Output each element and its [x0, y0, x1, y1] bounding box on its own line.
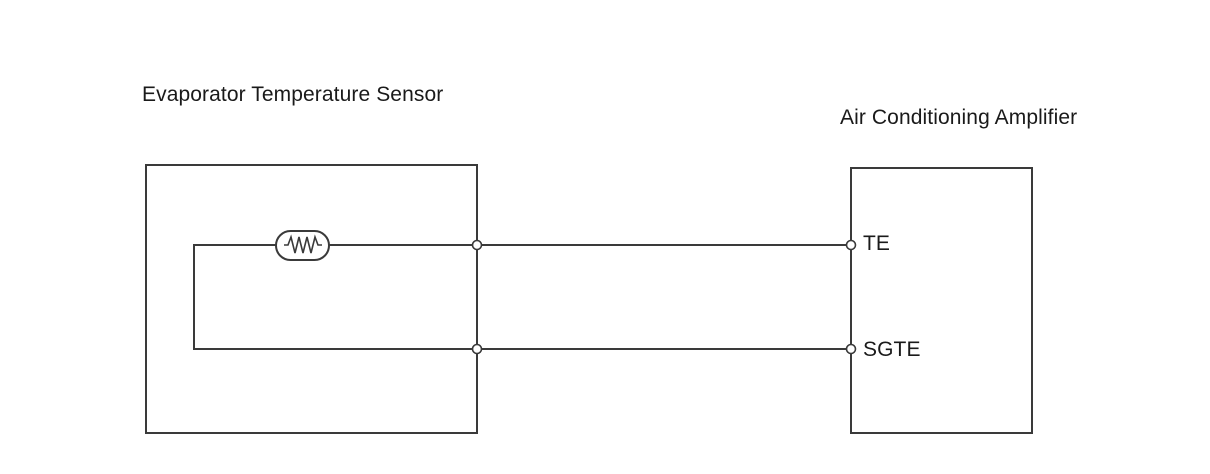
pin-label-te: TE — [863, 232, 891, 255]
sensor-title: Evaporator Temperature Sensor — [142, 83, 444, 106]
sensor-box — [145, 164, 478, 434]
terminal-te — [845, 239, 857, 251]
amplifier-title: Air Conditioning Amplifier — [840, 106, 1078, 129]
terminal-sgte — [845, 343, 857, 355]
connector-node-te-sensor — [471, 239, 483, 251]
amplifier-box — [850, 167, 1033, 434]
thermistor-icon — [275, 230, 330, 261]
sensor-internal-wire — [193, 244, 477, 350]
pin-label-sgte: SGTE — [863, 338, 921, 361]
connector-node-sgte-sensor — [471, 343, 483, 355]
